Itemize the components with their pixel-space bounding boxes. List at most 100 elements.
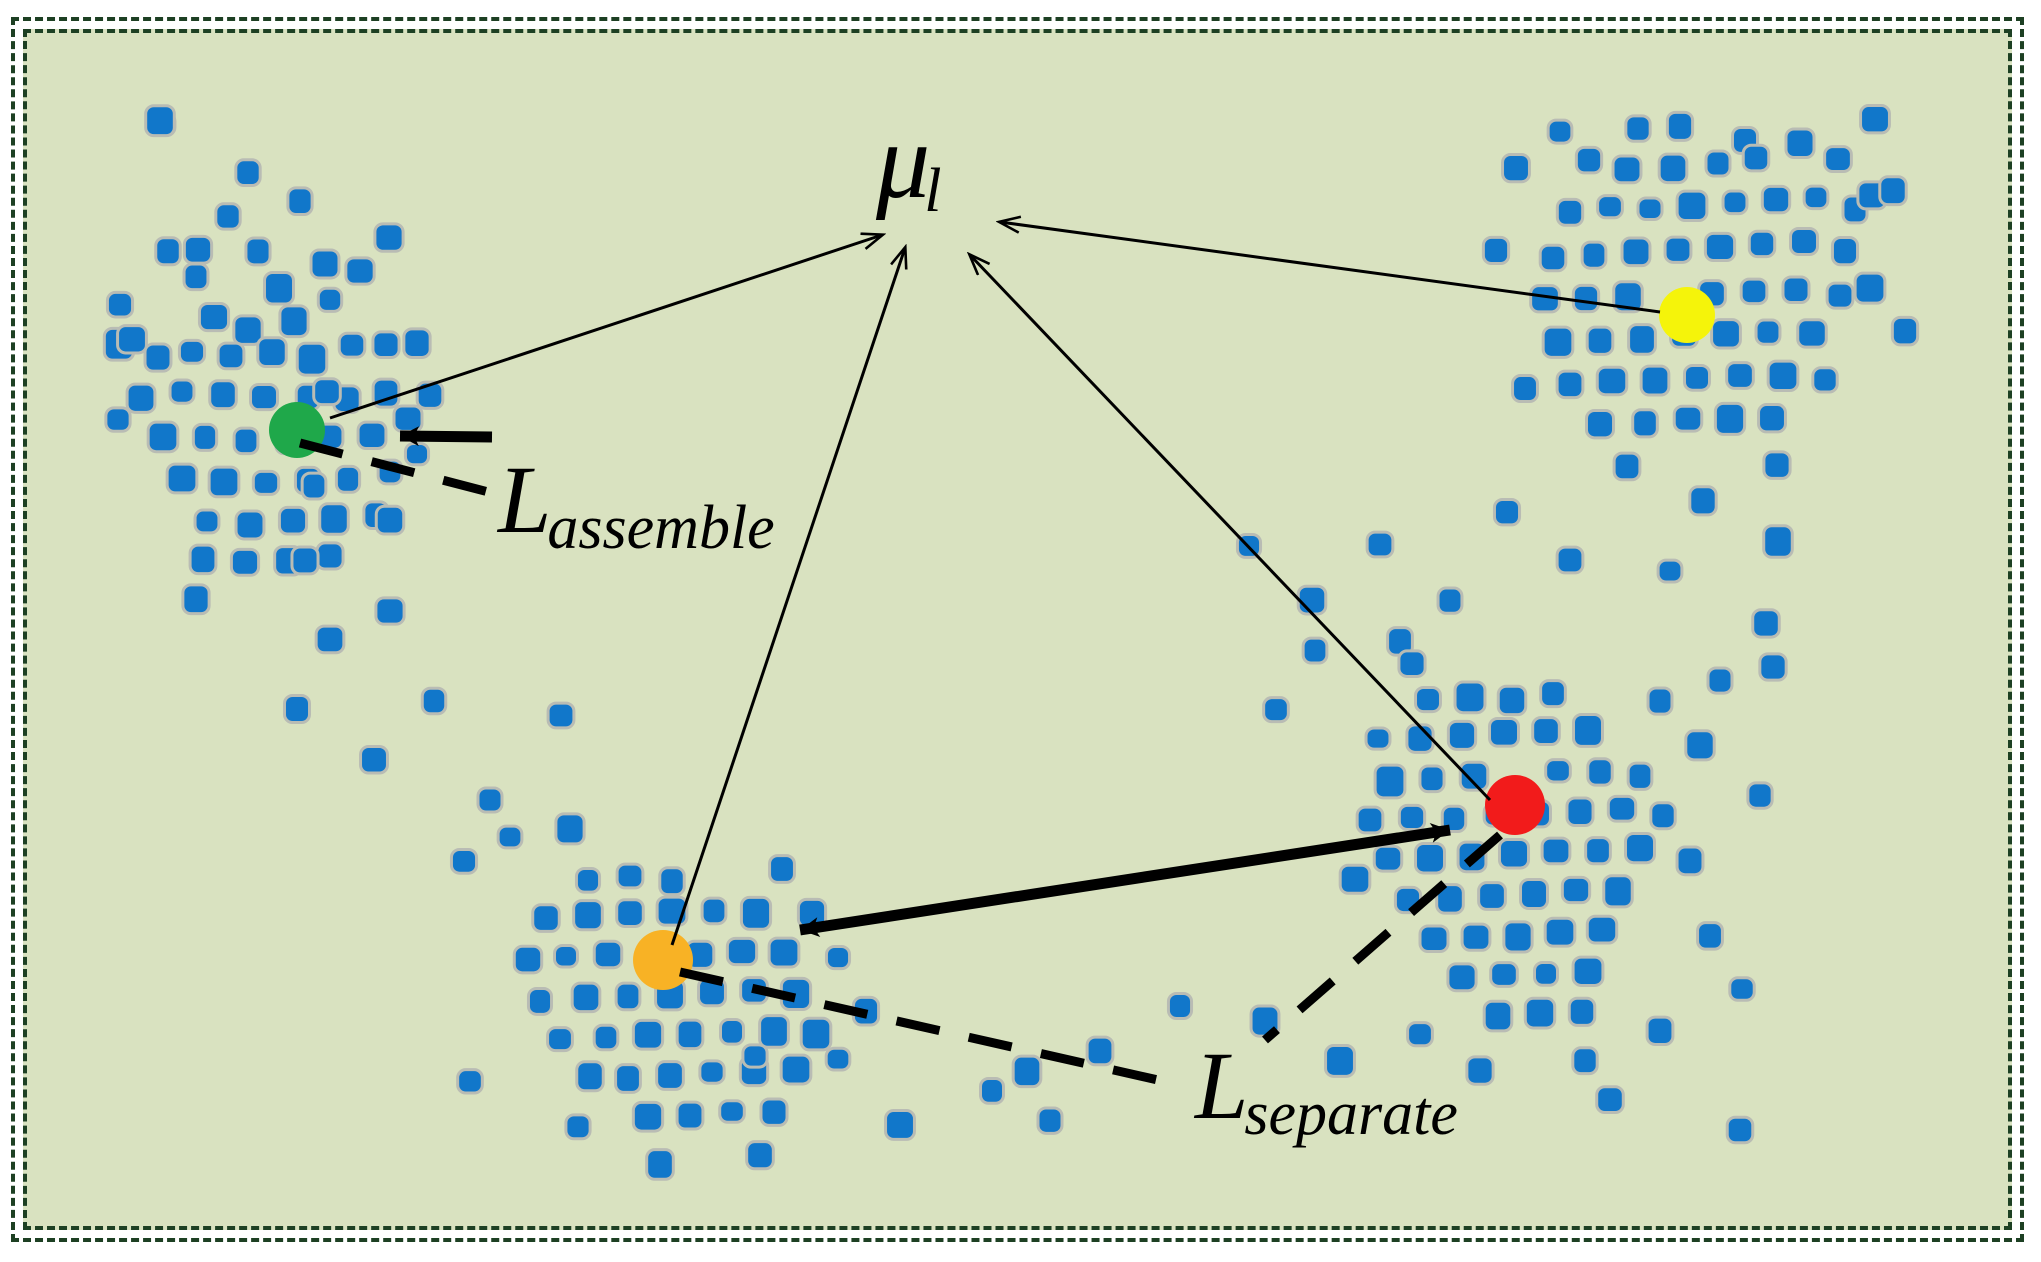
l-separate-main: L [1195, 1032, 1249, 1139]
data-point [1672, 404, 1704, 433]
data-point [1758, 652, 1788, 682]
data-point [574, 866, 602, 894]
data-point [1414, 842, 1446, 875]
data-point [1739, 277, 1769, 306]
data-point [1713, 401, 1747, 436]
data-point [719, 1018, 745, 1046]
data-point [125, 382, 157, 414]
data-point [286, 186, 314, 216]
data-point [282, 693, 312, 725]
data-point [1482, 999, 1514, 1033]
data-point [1725, 361, 1755, 390]
data-point [758, 1014, 790, 1049]
data-point [1465, 1055, 1495, 1086]
data-point [799, 1016, 833, 1052]
data-point [207, 465, 241, 499]
data-point [768, 854, 796, 884]
data-point [229, 547, 261, 577]
data-point [318, 502, 350, 536]
data-point [356, 420, 388, 451]
data-point [1631, 408, 1659, 439]
data-point [512, 944, 544, 975]
data-point [244, 236, 272, 267]
data-point [234, 509, 266, 541]
data-point [1784, 127, 1816, 160]
l-separate-label: Lseparate [1195, 1038, 1462, 1146]
data-point [392, 404, 424, 433]
data-point [312, 377, 342, 407]
data-point [718, 1099, 746, 1124]
cluster-centers-layer [269, 287, 1715, 990]
data-point [655, 1060, 685, 1091]
data-point [1624, 832, 1656, 865]
data-point [1497, 837, 1531, 870]
mu-subscript: l [924, 157, 942, 225]
data-point [1365, 530, 1395, 559]
data-point [741, 1043, 769, 1069]
data-point [144, 104, 176, 138]
data-point [249, 383, 279, 412]
data-point [1036, 1106, 1064, 1135]
data-point [1762, 524, 1794, 559]
data-point [658, 866, 686, 897]
data-point [1859, 104, 1891, 135]
data-point [1624, 114, 1652, 143]
data-point [1418, 924, 1450, 953]
l-assemble-label: Lassemble [498, 452, 779, 560]
data-point [1754, 318, 1782, 346]
data-point [251, 469, 281, 496]
data-point [1823, 145, 1853, 174]
data-point [403, 441, 431, 467]
data-point [526, 986, 554, 1016]
leader-assemble-leader [298, 438, 502, 500]
data-point [575, 1060, 605, 1093]
data-point [314, 624, 346, 655]
data-point [631, 1018, 665, 1051]
data-point [1612, 451, 1642, 482]
data-point [1492, 497, 1522, 527]
data-point [1853, 271, 1887, 305]
data-point [1796, 318, 1828, 349]
data-point [177, 338, 207, 365]
data-point [1580, 240, 1608, 270]
data-point [1802, 184, 1830, 211]
data-point [1620, 236, 1652, 268]
data-point [1682, 363, 1712, 392]
data-point [1533, 961, 1559, 987]
data-point [1725, 1115, 1755, 1145]
data-point [1544, 758, 1572, 784]
l-separate-subscript: separate [1244, 1080, 1458, 1148]
data-point [1543, 916, 1577, 948]
l-assemble-main: L [498, 446, 552, 553]
leader-separate-leader-left [679, 967, 1181, 1090]
data-point [191, 422, 219, 452]
data-point [615, 898, 645, 928]
data-point [165, 462, 199, 495]
data-point [316, 286, 344, 313]
figure-outer-border [11, 17, 2024, 1242]
data-point [1458, 760, 1490, 792]
data-point [1584, 836, 1612, 866]
data-point [1602, 874, 1634, 909]
data-point [1296, 584, 1328, 616]
data-point [1166, 991, 1194, 1021]
data-point [197, 301, 231, 333]
data-point [496, 824, 524, 850]
data-point [1519, 878, 1549, 910]
arrow-assemble-arrow [399, 426, 493, 447]
data-point [374, 596, 406, 626]
data-point [1710, 318, 1742, 350]
data-point [884, 1109, 916, 1141]
data-point [256, 336, 288, 369]
data-point [214, 202, 242, 231]
data-point [374, 504, 406, 536]
data-point [546, 701, 576, 730]
data-point [675, 1018, 705, 1051]
data-point [979, 1077, 1005, 1105]
data-point [1760, 184, 1792, 215]
data-point [1011, 1054, 1043, 1089]
cluster-center-cluster-yellow [1659, 287, 1715, 343]
data-point [564, 1113, 592, 1141]
data-point [182, 234, 214, 265]
